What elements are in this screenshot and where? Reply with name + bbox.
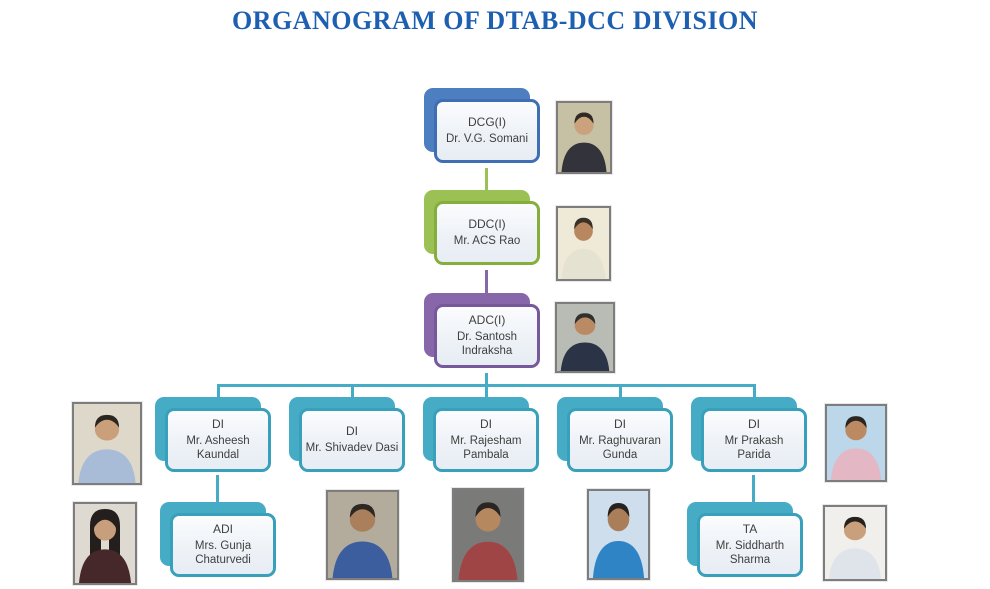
role-label: DI — [346, 423, 358, 438]
org-node-dcg: DCG(I) Dr. V.G. Somani — [424, 88, 544, 168]
role-label: DCG(I) — [468, 114, 506, 129]
node-card: DDC(I) Mr. ACS Rao — [434, 201, 540, 265]
connector-di5-ta — [752, 475, 755, 503]
connector-adc-stub — [485, 373, 488, 386]
role-label: DI — [748, 416, 760, 431]
role-label: ADI — [212, 521, 233, 536]
node-card: TA Mr. Siddharth Sharma — [697, 513, 803, 577]
photo-di-raghuvaran — [587, 489, 650, 580]
person-silhouette-icon — [592, 502, 645, 578]
photo-di-rajesham — [452, 488, 524, 582]
org-node-di-asheesh: DI Mr. Asheesh Kaundal — [155, 397, 275, 477]
node-card: DI Mr. Shivadev Dasi — [299, 408, 405, 472]
person-silhouette-icon — [561, 112, 607, 172]
role-label: TA — [742, 521, 758, 536]
person-name: Mr. Asheesh Kaundal — [186, 434, 250, 461]
person-silhouette-icon — [829, 516, 881, 579]
role-label: DI — [480, 416, 492, 431]
role-label: DI — [212, 416, 224, 431]
person-name: Mr. Rajesham Pambala — [450, 434, 522, 461]
org-node-di-prakash: DI Mr Prakash Parida — [691, 397, 811, 477]
org-node-adi: ADI Mrs. Gunja Chaturvedi — [160, 502, 280, 582]
photo-dcg-somani — [556, 101, 612, 174]
connector-drop-di5 — [753, 384, 756, 398]
role-label: ADC(I) — [468, 312, 506, 327]
org-node-ddc: DDC(I) Mr. ACS Rao — [424, 190, 544, 270]
connector-drop-di4 — [619, 384, 622, 398]
person-silhouette-icon — [79, 508, 131, 583]
org-node-adc: ADC(I) Dr. Santosh Indraksha — [424, 293, 544, 373]
connector-drop-di3 — [485, 384, 488, 398]
photo-di-asheesh — [72, 402, 142, 485]
person-name: Dr. Santosh Indraksha — [456, 330, 518, 357]
role-label: DDC(I) — [468, 216, 506, 231]
person-silhouette-icon — [561, 217, 606, 279]
node-card: DI Mr Prakash Parida — [701, 408, 807, 472]
person-name: Mr Prakash Parida — [724, 434, 784, 461]
person-name: Mrs. Gunja Chaturvedi — [194, 539, 252, 566]
person-silhouette-icon — [78, 414, 136, 483]
connector-ddc-adc — [485, 270, 488, 295]
org-node-di-shivadev: DI Mr. Shivadev Dasi — [289, 397, 409, 477]
node-card: ADI Mrs. Gunja Chaturvedi — [170, 513, 276, 577]
photo-adc-indraksha — [555, 302, 615, 373]
photo-di-prakash — [825, 404, 887, 482]
node-card: DI Mr. Asheesh Kaundal — [165, 408, 271, 472]
person-silhouette-icon — [458, 502, 518, 580]
photo-ddc-rao — [556, 206, 611, 281]
photo-di-shivadev — [326, 490, 399, 580]
org-node-di-raghuvaran: DI Mr. Raghuvaran Gunda — [557, 397, 677, 477]
connector-drop-di2 — [351, 384, 354, 398]
person-name: Mr. ACS Rao — [453, 234, 521, 247]
role-label: DI — [614, 416, 626, 431]
node-card: DI Mr. Raghuvaran Gunda — [567, 408, 673, 472]
person-silhouette-icon — [830, 416, 882, 480]
photo-adi-gunja — [73, 502, 137, 585]
person-name: Mr. Siddharth Sharma — [715, 539, 785, 566]
connector-di1-adi — [216, 475, 219, 503]
node-card: DI Mr. Rajesham Pambala — [433, 408, 539, 472]
person-silhouette-icon — [332, 503, 393, 578]
connector-drop-di1 — [217, 384, 220, 398]
node-card: DCG(I) Dr. V.G. Somani — [434, 99, 540, 163]
person-name: Mr. Shivadev Dasi — [305, 441, 399, 454]
connector-dcg-ddc — [485, 168, 488, 192]
person-name: Dr. V.G. Somani — [445, 132, 529, 145]
org-node-ta: TA Mr. Siddharth Sharma — [687, 502, 807, 582]
node-card: ADC(I) Dr. Santosh Indraksha — [434, 304, 540, 368]
page-title: ORGANOGRAM OF DTAB-DCC DIVISION — [231, 6, 759, 35]
org-node-di-rajesham: DI Mr. Rajesham Pambala — [423, 397, 543, 477]
photo-ta-siddharth — [823, 505, 887, 581]
person-name: Mr. Raghuvaran Gunda — [579, 434, 661, 461]
person-silhouette-icon — [560, 313, 610, 371]
